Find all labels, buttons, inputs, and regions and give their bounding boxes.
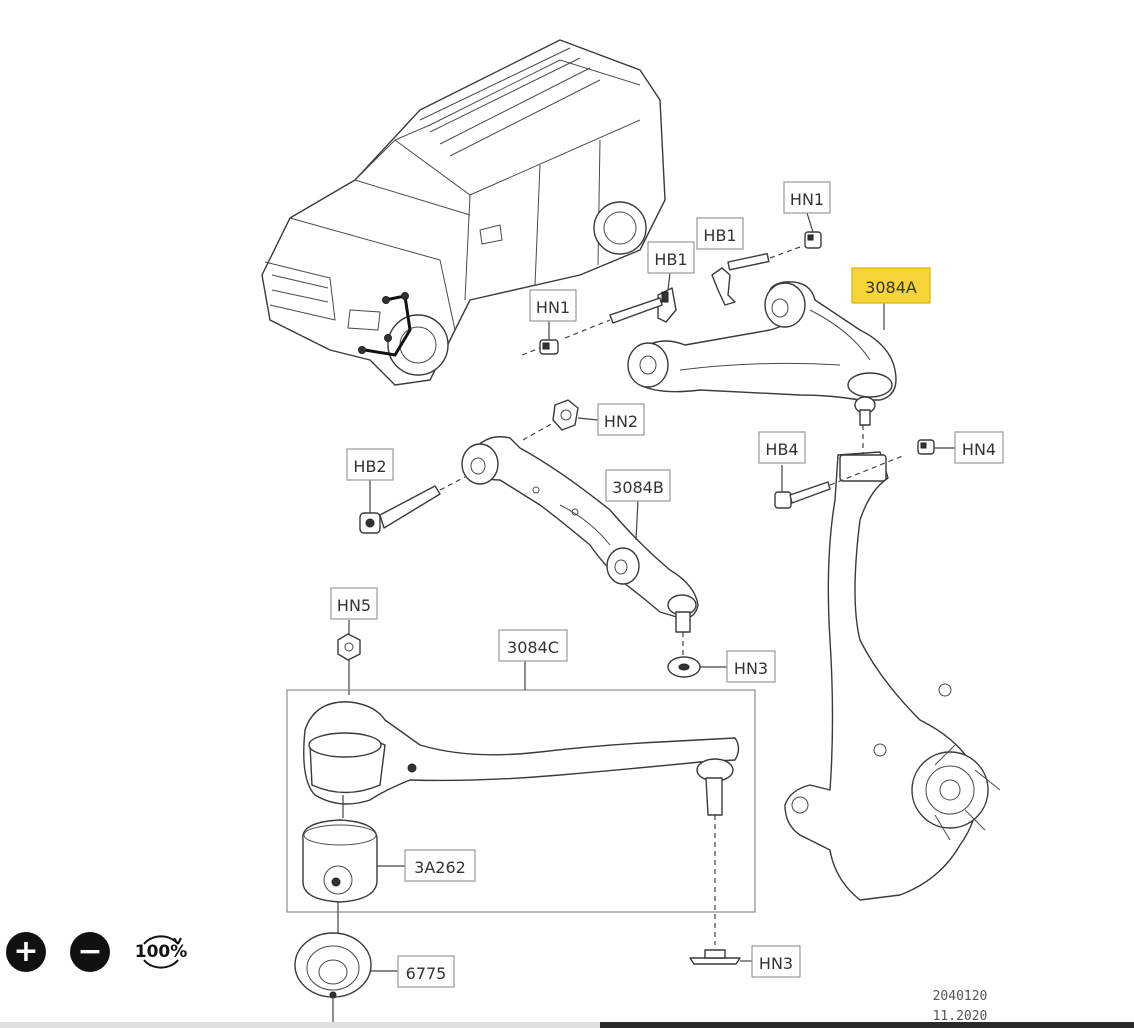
steering-knuckle — [784, 425, 1001, 901]
svg-text:3A262: 3A262 — [414, 858, 466, 877]
callout-hb2[interactable]: HB2 — [346, 448, 394, 481]
nut-hn3-upper — [667, 656, 727, 678]
svg-text:3084B: 3084B — [612, 478, 664, 497]
bolt-hb4 — [774, 454, 906, 509]
svg-text:HN3: HN3 — [734, 659, 768, 678]
callout-hb1-mid[interactable]: HB1 — [647, 241, 695, 274]
callout-hb1-top[interactable]: HB1 — [696, 217, 744, 250]
bolt-hb2 — [359, 476, 466, 534]
vehicle-illustration — [261, 39, 666, 386]
bottom-bar — [0, 1022, 1134, 1028]
zoom-reset-button[interactable]: 100% — [134, 930, 188, 974]
svg-text:HN1: HN1 — [536, 298, 570, 317]
reference-code: 2040120 — [933, 989, 988, 1004]
svg-text:HB4: HB4 — [765, 440, 798, 459]
callout-3084c[interactable]: 3084C — [498, 629, 568, 662]
lower-control-arm — [461, 436, 699, 655]
group-box-3084c — [286, 689, 756, 913]
zoom-level-label: 100% — [134, 942, 188, 962]
callout-3084a[interactable]: 3084A — [851, 267, 931, 304]
callout-3084b[interactable]: 3084B — [605, 469, 671, 502]
svg-text:HN4: HN4 — [962, 440, 996, 459]
bush-3a262 — [302, 819, 405, 935]
callout-hn1-top[interactable]: HN1 — [783, 181, 831, 214]
lower-rear-arm — [303, 701, 740, 945]
callout-3a262[interactable]: 3A262 — [404, 849, 476, 882]
svg-text:3084C: 3084C — [507, 638, 559, 657]
upper-control-arm — [627, 281, 897, 426]
zoom-controls: + − 100% — [6, 930, 188, 974]
nut-hn1-mid — [521, 320, 559, 356]
callout-hn1-mid[interactable]: HN1 — [529, 289, 577, 322]
svg-text:3084A: 3084A — [865, 278, 917, 297]
reset-arc-icon — [143, 935, 182, 969]
callout-hn5[interactable]: HN5 — [330, 587, 378, 620]
svg-text:HB1: HB1 — [703, 226, 736, 245]
callout-hn4[interactable]: HN4 — [954, 431, 1004, 464]
callout-hn3-lower[interactable]: HN3 — [751, 945, 801, 978]
callout-hn3-upper[interactable]: HN3 — [726, 650, 776, 683]
zoom-in-button[interactable]: + — [6, 932, 46, 972]
svg-text:HB1: HB1 — [654, 250, 687, 269]
svg-text:HN5: HN5 — [337, 596, 371, 615]
nut-hn2 — [522, 399, 599, 441]
plus-icon: + — [13, 934, 39, 969]
svg-text:6775: 6775 — [406, 964, 447, 983]
bush-6775 — [294, 932, 398, 1022]
svg-text:HB2: HB2 — [353, 457, 386, 476]
svg-text:HN3: HN3 — [759, 954, 793, 973]
callout-6775[interactable]: 6775 — [397, 955, 455, 988]
nut-hn1-top — [804, 212, 822, 249]
callout-hb4[interactable]: HB4 — [758, 431, 806, 464]
svg-text:HN1: HN1 — [790, 190, 824, 209]
svg-text:HN2: HN2 — [604, 412, 638, 431]
zoom-out-button[interactable]: − — [70, 932, 110, 972]
nut-hn4 — [917, 439, 955, 455]
nut-hn5 — [337, 620, 361, 695]
bolt-hb1-mid — [564, 272, 677, 339]
callout-hn2[interactable]: HN2 — [597, 403, 645, 436]
reference-date: 11.2020 — [933, 1009, 988, 1024]
nut-hn3-lower — [689, 949, 752, 965]
bolt-hb1-top — [711, 246, 801, 306]
minus-icon: − — [77, 934, 103, 969]
bottom-bar-segment — [600, 1022, 1134, 1028]
